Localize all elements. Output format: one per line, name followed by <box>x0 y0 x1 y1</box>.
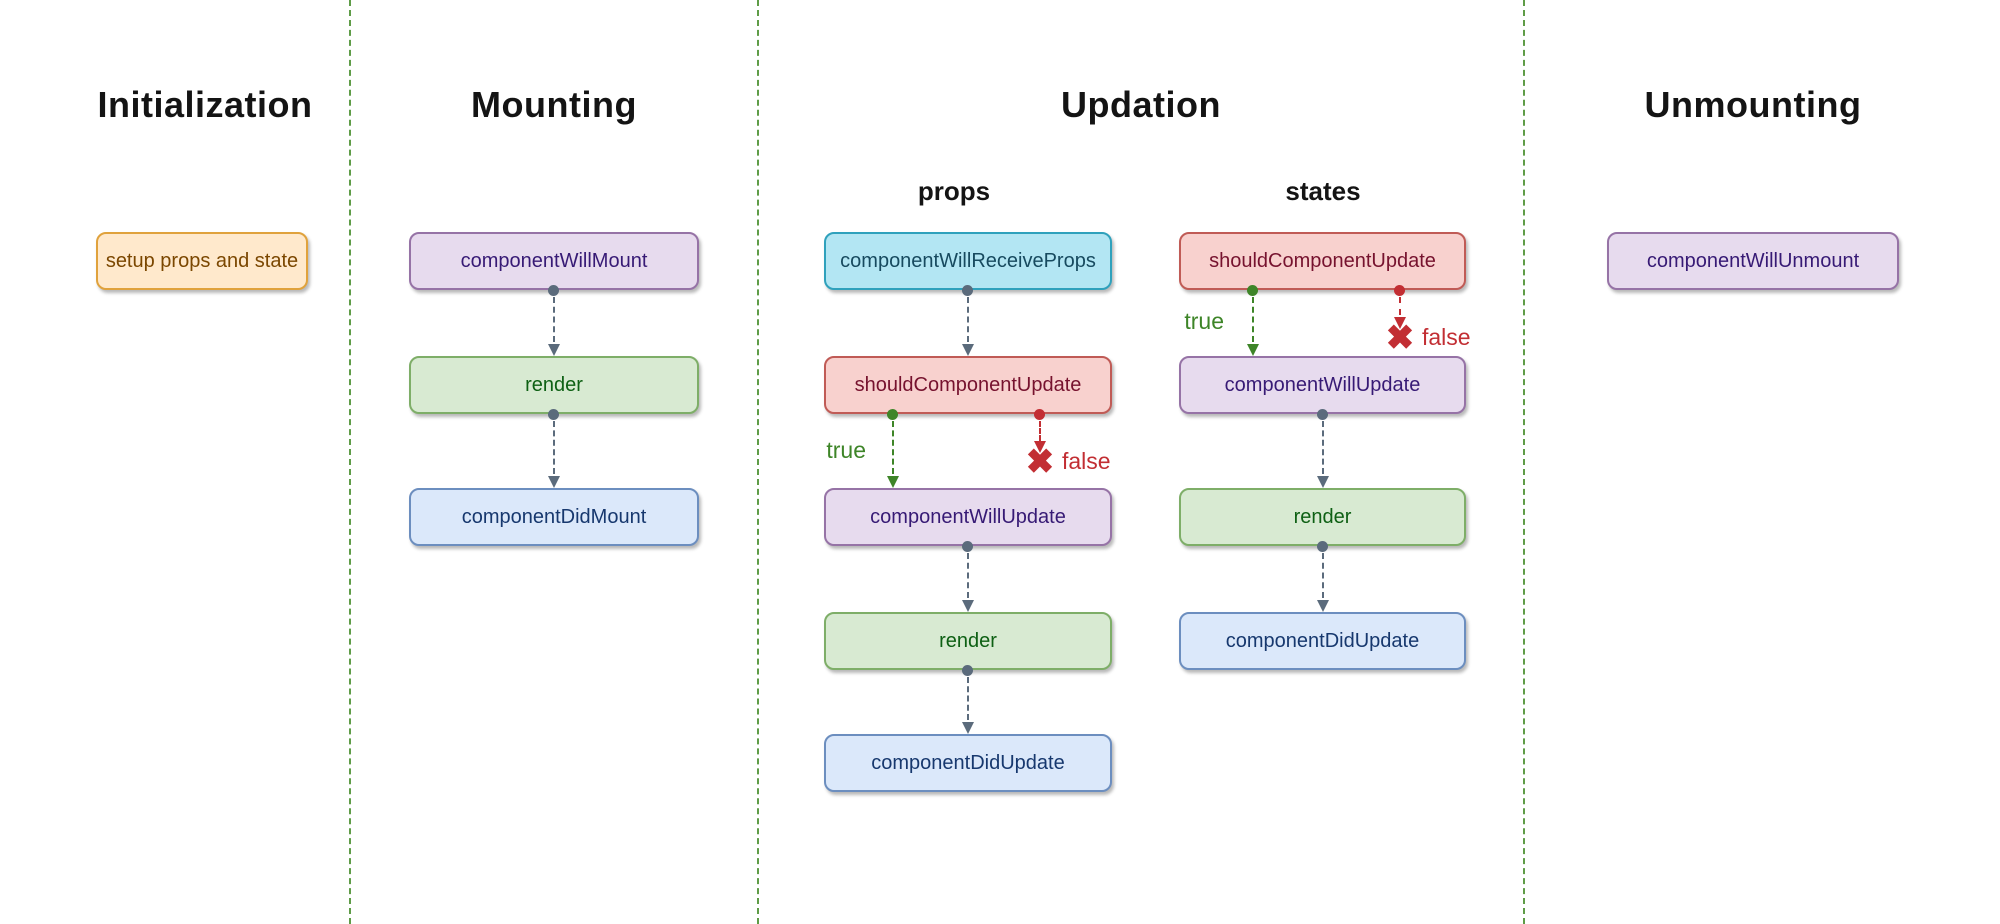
true-branch-dot <box>1247 285 1258 296</box>
node-component-will-update-states: componentWillUpdate <box>1179 356 1466 414</box>
true-branch-label: true <box>1184 308 1224 334</box>
x-mark-icon: ✖ <box>1385 319 1415 357</box>
connector-arrowhead <box>1317 476 1329 488</box>
section-divider <box>349 0 351 924</box>
connector-dot <box>962 541 973 552</box>
connector-dot <box>1317 541 1328 552</box>
section-title-initialization: Initialization <box>97 84 313 125</box>
connector-line <box>553 421 555 474</box>
section-title-updation: Updation <box>1061 84 1221 125</box>
false-branch-dot <box>1394 285 1405 296</box>
false-branch-dot <box>1034 409 1045 420</box>
false-branch-label: false <box>1062 448 1111 474</box>
connector-arrowhead <box>548 344 560 356</box>
connector-dot <box>548 285 559 296</box>
node-component-will-receive-props: componentWillReceiveProps <box>824 232 1112 290</box>
node-render-props: render <box>824 612 1112 670</box>
node-component-will-unmount: componentWillUnmount <box>1607 232 1899 290</box>
connector-arrowhead <box>962 344 974 356</box>
node-setup-props-and-state: setup props and state <box>96 232 308 290</box>
node-component-did-mount: componentDidMount <box>409 488 699 546</box>
node-render-states: render <box>1179 488 1466 546</box>
false-branch-arrowhead <box>1034 441 1046 453</box>
connector-line <box>1322 421 1324 474</box>
true-branch-line <box>892 421 894 474</box>
subcolumn-title-props: props <box>917 176 991 206</box>
false-branch-line <box>1039 421 1041 441</box>
subcolumn-title-states: states <box>1285 176 1361 206</box>
connector-line <box>1322 553 1324 598</box>
section-divider <box>757 0 759 924</box>
section-divider <box>1523 0 1525 924</box>
section-title-unmounting: Unmounting <box>1644 84 1862 125</box>
false-branch-arrowhead <box>1394 317 1406 329</box>
connector-line <box>553 297 555 342</box>
connector-arrowhead <box>962 722 974 734</box>
node-render-mounting: render <box>409 356 699 414</box>
section-title-mounting: Mounting <box>471 84 637 125</box>
false-branch-line <box>1399 297 1401 315</box>
node-should-component-update-props: shouldComponentUpdate <box>824 356 1112 414</box>
connector-line <box>967 677 969 720</box>
true-branch-line <box>1252 297 1254 342</box>
x-mark-icon: ✖ <box>1025 443 1055 481</box>
node-component-did-update-states: componentDidUpdate <box>1179 612 1466 670</box>
connector-arrowhead <box>548 476 560 488</box>
true-branch-dot <box>887 409 898 420</box>
connector-arrowhead <box>962 600 974 612</box>
connector-arrowhead <box>1317 600 1329 612</box>
node-component-will-update-props: componentWillUpdate <box>824 488 1112 546</box>
true-branch-arrowhead <box>1247 344 1259 356</box>
node-component-did-update-props: componentDidUpdate <box>824 734 1112 792</box>
connector-dot <box>962 665 973 676</box>
node-component-will-mount: componentWillMount <box>409 232 699 290</box>
false-branch-label: false <box>1422 324 1471 350</box>
true-branch-label: true <box>826 437 866 463</box>
connector-dot <box>1317 409 1328 420</box>
true-branch-arrowhead <box>887 476 899 488</box>
connector-line <box>967 297 969 342</box>
node-should-component-update-states: shouldComponentUpdate <box>1179 232 1466 290</box>
connector-dot <box>548 409 559 420</box>
connector-dot <box>962 285 973 296</box>
connector-line <box>967 553 969 598</box>
